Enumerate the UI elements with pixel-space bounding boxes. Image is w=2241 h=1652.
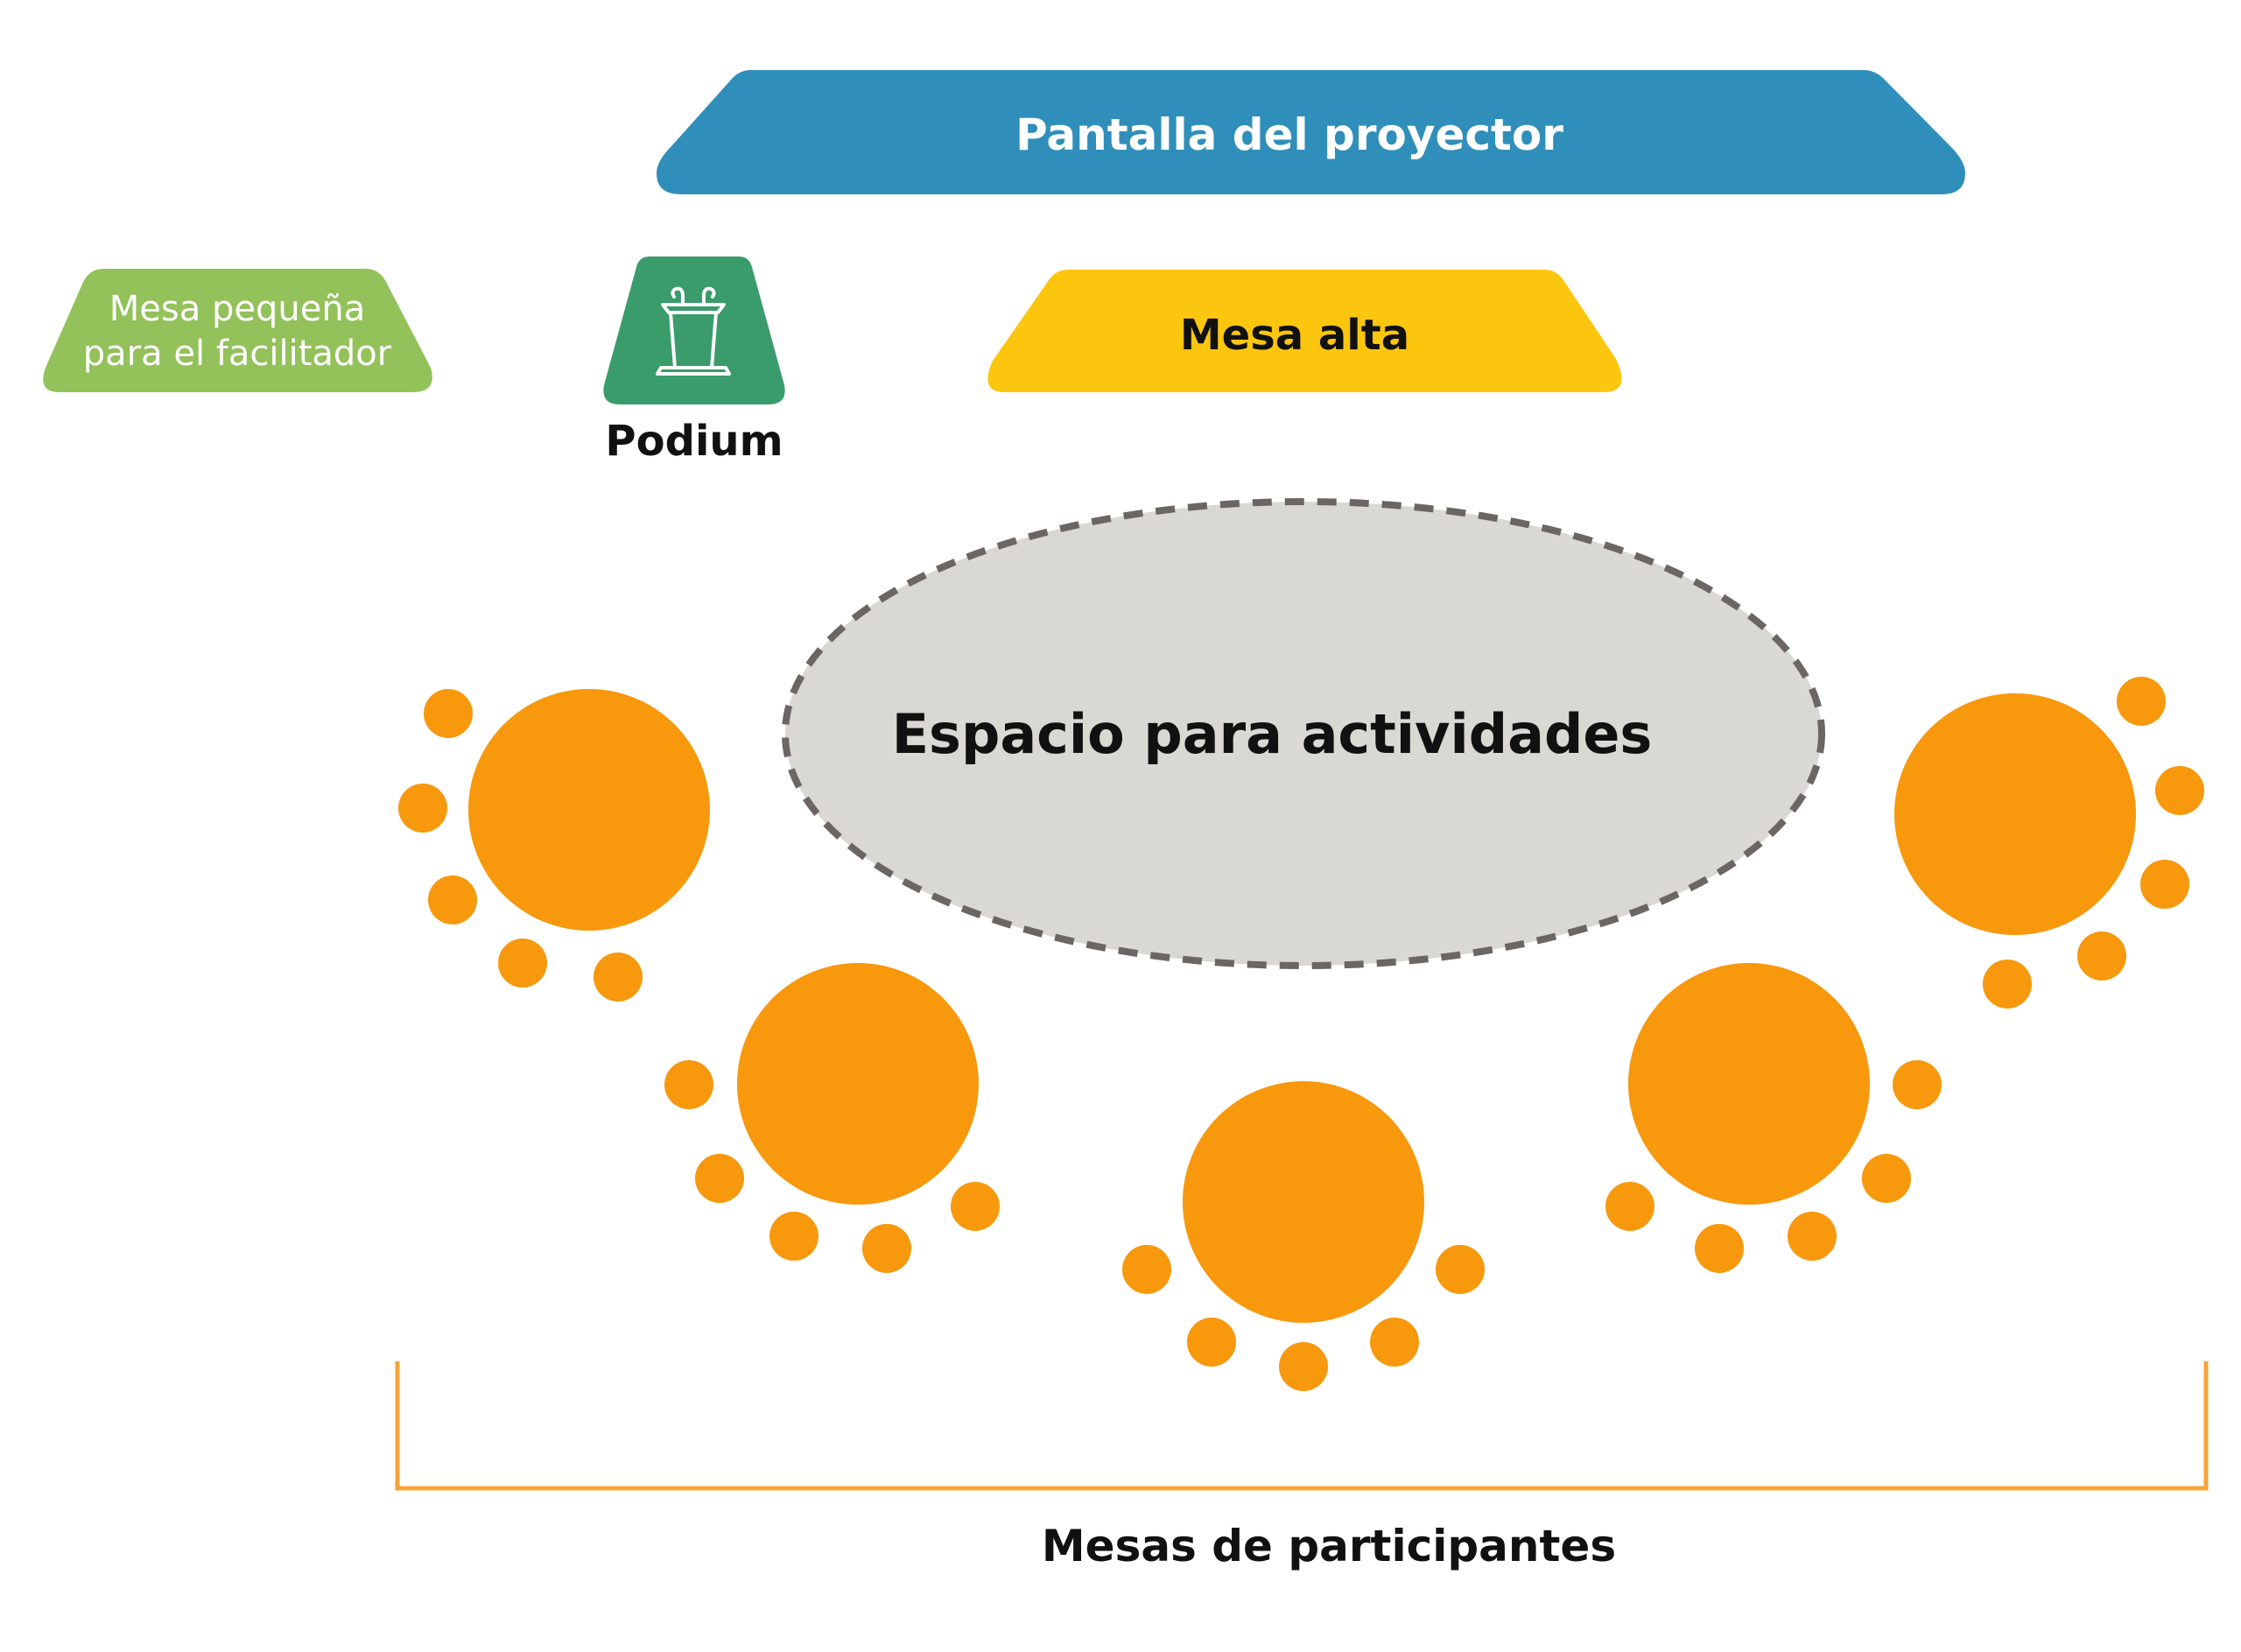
projector-screen: Pantalla del proyector bbox=[657, 70, 1965, 194]
chair bbox=[769, 1212, 818, 1261]
facilitator-table-label-line2: para el facilitador bbox=[83, 334, 392, 374]
chair bbox=[695, 1154, 744, 1203]
chair bbox=[1187, 1318, 1236, 1367]
facilitator-table-label-line1: Mesa pequeña bbox=[109, 289, 365, 329]
activity-space-area bbox=[782, 498, 1825, 969]
chair bbox=[1279, 1342, 1328, 1391]
podium-shape bbox=[603, 257, 785, 404]
participant-table-5 bbox=[1894, 677, 2204, 1009]
head-table: Mesa alta bbox=[987, 270, 1622, 392]
participant-table-1 bbox=[398, 689, 710, 1002]
participant-table-2 bbox=[664, 963, 1000, 1273]
round-table bbox=[468, 689, 710, 931]
chair bbox=[398, 784, 447, 833]
facilitator-table: Mesa pequeña para el facilitador bbox=[43, 269, 432, 392]
chair bbox=[424, 689, 473, 738]
chair bbox=[594, 953, 643, 1002]
chair bbox=[1983, 960, 2032, 1009]
activity-space-label: Espacio para actividades bbox=[892, 702, 1653, 766]
bracket-line bbox=[395, 1361, 2209, 1491]
participant-tables bbox=[398, 677, 2204, 1391]
participant-tables-label: Mesas de participantes bbox=[1042, 1521, 1616, 1571]
chair bbox=[664, 1060, 713, 1109]
head-table-shape bbox=[987, 270, 1622, 392]
chair bbox=[1122, 1245, 1171, 1294]
chair bbox=[1605, 1182, 1654, 1231]
round-table bbox=[1894, 693, 2136, 935]
chair bbox=[498, 938, 547, 988]
activity-space: Espacio para actividades bbox=[782, 498, 1825, 969]
chair bbox=[2117, 677, 2166, 726]
chair bbox=[1862, 1154, 1911, 1203]
projector-screen-label: Pantalla del proyector bbox=[1015, 109, 1563, 160]
podium-icon bbox=[656, 286, 731, 376]
podium: Podium bbox=[603, 257, 785, 466]
round-table bbox=[1628, 963, 1870, 1205]
projector-screen-shape bbox=[657, 70, 1965, 194]
chair bbox=[862, 1224, 911, 1273]
chair bbox=[1436, 1245, 1485, 1294]
chair bbox=[1788, 1212, 1837, 1261]
round-table bbox=[737, 963, 979, 1205]
round-table bbox=[1183, 1081, 1424, 1323]
chair bbox=[428, 875, 477, 924]
chair bbox=[1695, 1224, 1744, 1273]
chair bbox=[2077, 931, 2126, 981]
head-table-label: Mesa alta bbox=[1180, 311, 1409, 360]
chair bbox=[951, 1182, 1000, 1231]
participant-table-3 bbox=[1122, 1081, 1485, 1391]
participant-tables-bracket: Mesas de participantes bbox=[395, 1361, 2209, 1571]
chair bbox=[1370, 1318, 1419, 1367]
chair bbox=[1893, 1060, 1942, 1109]
facilitator-table-shape bbox=[43, 269, 432, 392]
participant-table-4 bbox=[1605, 963, 1942, 1273]
podium-label: Podium bbox=[605, 417, 783, 466]
chair bbox=[2140, 860, 2189, 909]
chair bbox=[2155, 766, 2204, 815]
